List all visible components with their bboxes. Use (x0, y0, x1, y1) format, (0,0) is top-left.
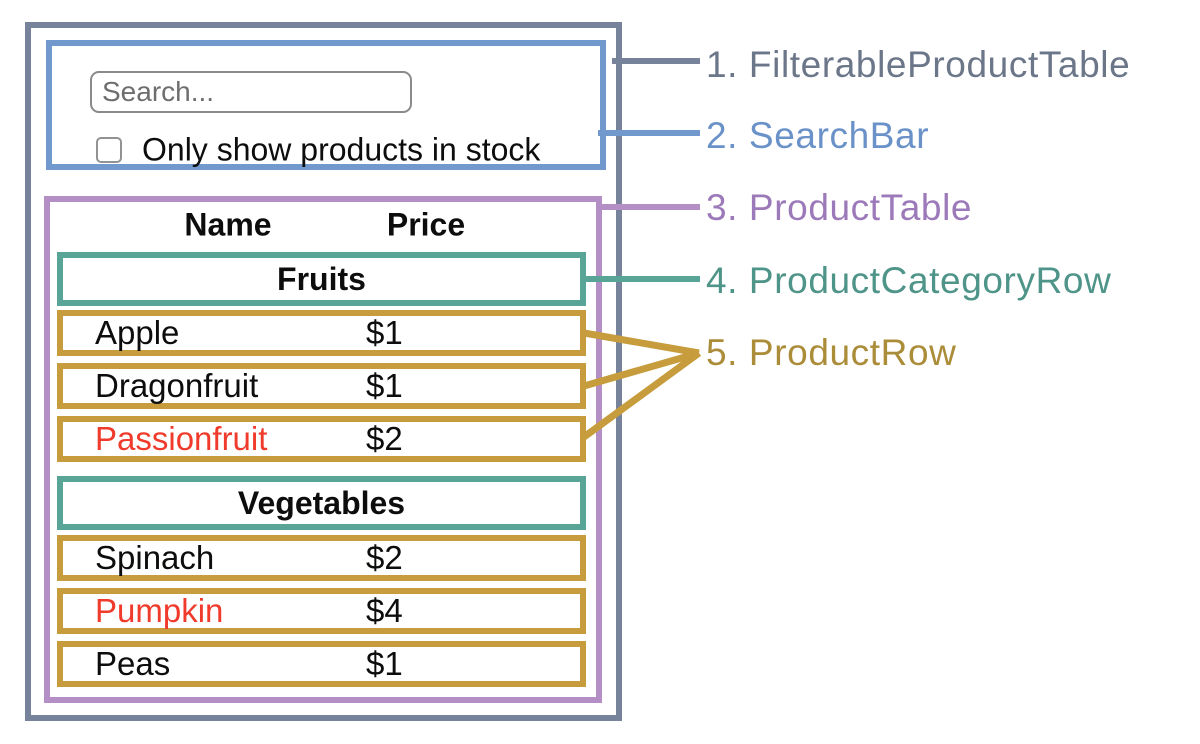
column-header-name: Name (184, 206, 272, 243)
product-price: $1 (366, 314, 403, 351)
connector-line-product-table (596, 204, 700, 210)
label-product-row: 5. ProductRow (706, 332, 957, 373)
product-row: Spinach $2 (57, 535, 586, 581)
product-row: Dragonfruit $1 (57, 363, 586, 409)
product-price: $1 (366, 645, 403, 682)
label-product-table: 3. ProductTable (706, 187, 973, 228)
in-stock-checkbox-label: Only show products in stock (142, 131, 541, 168)
category-label: Fruits (277, 260, 366, 297)
product-price: $2 (366, 420, 403, 457)
search-input[interactable]: Search... (90, 71, 412, 113)
label-product-category-row: 4. ProductCategoryRow (706, 260, 1112, 301)
product-name: Passionfruit (95, 420, 268, 457)
product-price: $1 (366, 367, 403, 404)
product-name: Peas (95, 645, 171, 682)
product-price: $2 (366, 539, 403, 576)
product-name: Pumpkin (95, 592, 224, 629)
label-filterable-product-table: 1. FilterableProductTable (706, 44, 1131, 85)
column-header-price: Price (386, 206, 466, 243)
connector-line-product-category-row (580, 276, 700, 282)
product-row: Pumpkin $4 (57, 588, 586, 634)
product-category-row: Fruits (57, 252, 586, 306)
connector-line-search-bar (598, 130, 700, 136)
product-row: Peas $1 (57, 641, 586, 687)
product-name: Dragonfruit (95, 367, 259, 404)
product-category-row: Vegetables (57, 476, 586, 530)
product-row: Apple $1 (57, 310, 586, 356)
product-row: Passionfruit $2 (57, 416, 586, 462)
product-name: Apple (95, 314, 180, 351)
product-name: Spinach (95, 539, 215, 576)
category-label: Vegetables (237, 484, 406, 521)
product-price: $4 (366, 592, 403, 629)
connector-line-filterable-product-table (612, 58, 700, 64)
in-stock-checkbox[interactable] (96, 137, 122, 163)
label-search-bar: 2. SearchBar (706, 115, 930, 156)
